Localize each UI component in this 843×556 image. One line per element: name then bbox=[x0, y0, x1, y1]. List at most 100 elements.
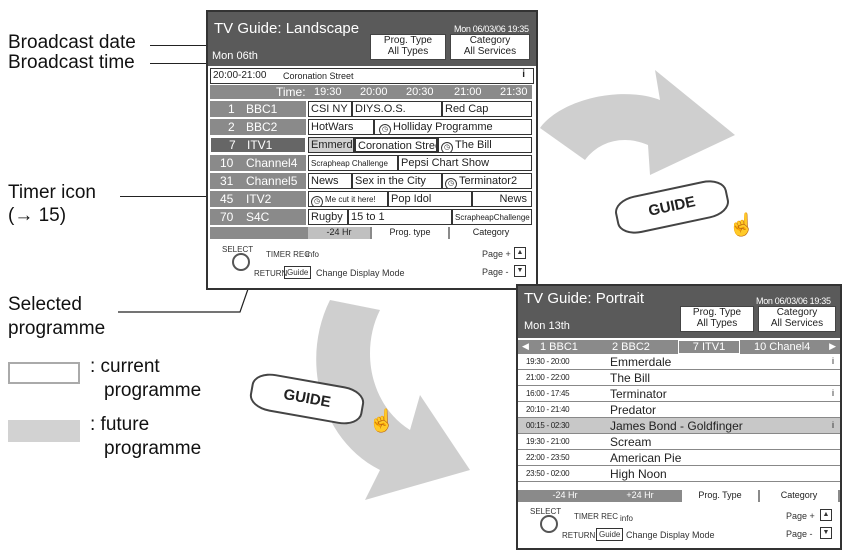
chevron-right-icon[interactable]: ▶ bbox=[829, 341, 836, 351]
guide-key: Guide bbox=[284, 266, 312, 279]
tab-category[interactable]: Category bbox=[760, 490, 838, 502]
landscape-current-bar: 20:00-21:00 Coronation Street i bbox=[210, 68, 534, 84]
guide-label: GUIDE bbox=[646, 193, 697, 220]
timer-rec-label: TIMER REC bbox=[266, 250, 310, 259]
channel-label[interactable]: 45 ITV2 bbox=[210, 191, 306, 207]
arrow-bottom-curve bbox=[316, 300, 470, 500]
programme-cell[interactable]: News bbox=[308, 173, 352, 189]
info-icon: i bbox=[832, 388, 834, 398]
portrait-prog-type-box[interactable]: Prog. Type All Types bbox=[680, 306, 754, 332]
tab-prog-type[interactable]: Prog. Type bbox=[682, 490, 758, 502]
page-down-label: Page - bbox=[482, 267, 509, 277]
leader-broadcast-date bbox=[150, 45, 210, 46]
portrait-channel[interactable]: 1 BBC1 bbox=[540, 341, 578, 353]
tab-minus-24[interactable]: -24 Hr bbox=[308, 227, 370, 239]
landscape-clock: Mon 06/03/06 19:35 bbox=[454, 24, 529, 34]
chevron-left-icon[interactable]: ◀ bbox=[522, 341, 529, 351]
select-dial-icon bbox=[540, 515, 558, 533]
page-down-icon[interactable]: ▼ bbox=[514, 265, 526, 277]
guide-key: Guide bbox=[596, 528, 624, 541]
channel-label[interactable]: 70 S4C bbox=[210, 209, 306, 225]
tab-minus-24[interactable]: -24 Hr bbox=[532, 490, 598, 502]
legend-current-swatch bbox=[8, 362, 80, 384]
portrait-category-box[interactable]: Category All Services bbox=[758, 306, 836, 332]
callout-timer-ref: (→ 15) bbox=[8, 205, 67, 226]
category-label: Category bbox=[469, 35, 511, 46]
tv-landscape: TV Guide: Landscape Mon 06/03/06 19:35 P… bbox=[206, 10, 538, 290]
category-label: Category bbox=[776, 307, 818, 318]
programme-cell[interactable]: HotWars bbox=[308, 119, 374, 135]
tab-prog-type[interactable]: Prog. type bbox=[372, 227, 448, 239]
time-label: Time: bbox=[276, 85, 306, 99]
select-label: SELECT bbox=[530, 507, 562, 516]
channel-label[interactable]: 2 BBC2 bbox=[210, 119, 306, 135]
time-slot: 20:30 bbox=[406, 86, 434, 98]
programme-cell[interactable]: DIYS.O.S. bbox=[352, 101, 442, 117]
time-slot: 19:30 bbox=[314, 86, 342, 98]
tab-category[interactable]: Category bbox=[450, 227, 532, 239]
portrait-channel-selected[interactable]: 7 ITV1 bbox=[678, 340, 740, 354]
portrait-date: Mon 13th bbox=[524, 320, 570, 332]
programme-cell[interactable]: News bbox=[472, 191, 532, 207]
channel-label[interactable]: 10 Channel4 bbox=[210, 155, 306, 171]
channel-label[interactable]: 31 Channel5 bbox=[210, 173, 306, 189]
programme-cell[interactable]: ◷Me cut it here! bbox=[308, 191, 388, 207]
legend-future-2: programme bbox=[104, 438, 202, 459]
programme-cell[interactable]: Pepsi Chart Show bbox=[398, 155, 532, 171]
programme-cell[interactable]: Sex in the City bbox=[352, 173, 442, 189]
page-up-icon[interactable]: ▲ bbox=[514, 247, 526, 259]
channel-label[interactable]: 1 BBC1 bbox=[210, 101, 306, 117]
callout-broadcast-time: Broadcast time bbox=[8, 52, 135, 73]
landscape-date: Mon 06th bbox=[212, 50, 258, 62]
channel-label-selected[interactable]: 7 ITV1 bbox=[210, 137, 306, 153]
portrait-channel[interactable]: 10 Chanel4 bbox=[754, 341, 811, 353]
programme-cell[interactable]: CSI NY bbox=[308, 101, 352, 117]
prog-type-label: Prog. Type bbox=[692, 307, 742, 318]
portrait-channel[interactable]: 2 BBC2 bbox=[612, 341, 650, 353]
programme-cell[interactable]: Pop Idol bbox=[388, 191, 472, 207]
landscape-channel-row: 45 ITV2 ◷Me cut it here! Pop Idol News bbox=[210, 191, 532, 207]
portrait-footer: SELECT TIMER REC info RETURN Guide Chang… bbox=[518, 504, 840, 546]
page-up-icon[interactable]: ▲ bbox=[820, 509, 832, 521]
arrow-top-curve bbox=[540, 70, 735, 175]
prog-type-value: All Types bbox=[387, 46, 429, 57]
programme-cell[interactable]: ◷The Bill bbox=[438, 137, 532, 153]
tab-plus-24[interactable]: +24 Hr bbox=[600, 490, 680, 502]
timer-icon: ◷ bbox=[445, 178, 457, 188]
programme-cell[interactable]: Rugby bbox=[308, 209, 348, 225]
landscape-channel-row: 1 BBC1 CSI NY DIYS.O.S. Red Cap bbox=[210, 101, 532, 117]
timer-icon: ◷ bbox=[311, 196, 323, 206]
page-up-label: Page + bbox=[786, 511, 815, 521]
selected-programme-cell[interactable]: Coronation Street bbox=[354, 137, 438, 153]
programme-cell[interactable]: 15 to 1 bbox=[348, 209, 452, 225]
time-slot: 20:00 bbox=[360, 86, 388, 98]
programme-cell[interactable]: ◷Terminator2 bbox=[442, 173, 532, 189]
leader-broadcast-time bbox=[150, 63, 212, 64]
current-time: 20:00-21:00 bbox=[213, 70, 267, 81]
programme-cell[interactable]: Red Cap bbox=[442, 101, 532, 117]
programme-cell[interactable]: ScrapheapChallenge bbox=[452, 209, 532, 225]
programme-cell[interactable]: Scrapheap Challenge bbox=[308, 155, 398, 171]
landscape-category-box[interactable]: Category All Services bbox=[450, 34, 530, 60]
portrait-title: TV Guide: Portrait bbox=[524, 290, 645, 307]
programme-cell[interactable]: Emmerd bbox=[308, 137, 354, 153]
info-label: info bbox=[620, 514, 633, 523]
hand-pointer-icon: ☝ bbox=[728, 212, 756, 237]
portrait-channel-bar: ◀ 1 BBC1 2 BBC2 7 ITV1 10 Chanel4 ▶ bbox=[518, 340, 840, 354]
landscape-prog-type-box[interactable]: Prog. Type All Types bbox=[370, 34, 446, 60]
page-down-label: Page - bbox=[786, 529, 813, 539]
legend-future-1: : future bbox=[90, 414, 150, 435]
page-down-icon[interactable]: ▼ bbox=[820, 527, 832, 539]
timer-rec-label: TIMER REC bbox=[574, 512, 618, 521]
programme-cell[interactable]: ◷Holliday Programme bbox=[374, 119, 532, 135]
prog-type-value: All Types bbox=[696, 318, 738, 329]
